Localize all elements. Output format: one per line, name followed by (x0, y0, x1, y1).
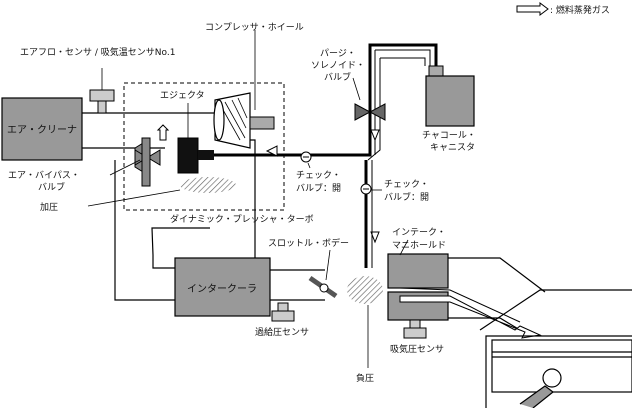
check-valve-1-label-2: バルブ：開 (296, 182, 341, 194)
air-bypass-label-1: エア・バイパス・ (8, 170, 80, 181)
vapor-arrow-icon (370, 129, 380, 142)
compressor: コンプレッサ・ホイール (205, 22, 304, 149)
air-bypass-valve: エア・バイパス・ バルブ (8, 137, 161, 193)
air-flow-sensor: エアフロ・センサ / 吸気温センサNo.1 (20, 46, 175, 114)
check-valve-2-label-1: チェック・ (384, 179, 429, 190)
check-valve-1-label-1: チェック・ (296, 170, 341, 181)
boost-region: 加圧 (40, 177, 236, 213)
canister-label-1: チャコール・ (422, 130, 476, 141)
air-bypass-label-2: バルブ (38, 181, 65, 193)
intake-pressure-sensor: 吸気圧センサ (390, 319, 444, 355)
intercooler-label: インタークーラ (187, 283, 257, 295)
air-flow-sensor-label: エアフロ・センサ / 吸気温センサNo.1 (20, 46, 175, 58)
fuel-vapor-arrow-icon (516, 2, 549, 16)
check-valve-1: チェック・ バルブ：開 (296, 151, 341, 194)
vapor-arrow-icon (370, 231, 380, 244)
boost-label: 加圧 (40, 202, 58, 213)
ejector: エジェクタ (156, 90, 214, 174)
intake-pressure-sensor-label: 吸気圧センサ (390, 343, 444, 355)
purge-solenoid-valve: パージ・ ソレノイド・ バルブ (311, 48, 386, 121)
boost-piping (114, 139, 325, 301)
throttle-body: スロットル・ボデー (268, 237, 349, 299)
negative-pressure-label: 負圧 (356, 372, 374, 384)
intake-manifold-label-2: マニホールド (392, 240, 446, 251)
canister-label-2: キャニスタ (430, 142, 475, 153)
intake-manifold: インテーク・ マニホールド (387, 227, 546, 339)
engine-cylinder (479, 289, 632, 408)
air-cleaner-label: エア・クリーナ (7, 124, 77, 136)
vapor-arrow-icon (265, 145, 278, 157)
intake-manifold-label-1: インテーク・ (392, 227, 446, 238)
purge-valve-label-2: ソレノイド・ (311, 61, 365, 71)
check-valve-2-label-2: バルブ：開 (384, 191, 429, 203)
turbo-label: ダイナミック・プレッシャ・ターボ (170, 213, 314, 225)
charcoal-canister: チャコール・ キャニスタ (422, 65, 476, 153)
legend: : 燃料蒸発ガス (516, 2, 610, 16)
ejector-flow-arrow-icon (156, 124, 170, 141)
throttle-body-label: スロットル・ボデー (268, 237, 349, 249)
negative-pressure-region: 負圧 (347, 276, 383, 384)
purge-valve-label-1: パージ・ (320, 48, 356, 59)
ejector-label: エジェクタ (160, 90, 205, 101)
boost-pressure-sensor: 過給圧センサ (255, 302, 309, 338)
intercooler: インタークーラ (174, 257, 271, 317)
air-cleaner: エア・クリーナ (1, 97, 83, 161)
check-valve-2: チェック・ バルブ：開 (360, 160, 429, 268)
vapor-flow-arrows (265, 129, 380, 244)
legend-fuel-vapor-label: : 燃料蒸発ガス (550, 4, 610, 16)
turbo-boundary (123, 82, 285, 211)
purge-valve-label-3: バルブ (324, 71, 351, 83)
compressor-wheel-label: コンプレッサ・ホイール (205, 22, 304, 33)
boost-sensor-label: 過給圧センサ (255, 326, 309, 338)
